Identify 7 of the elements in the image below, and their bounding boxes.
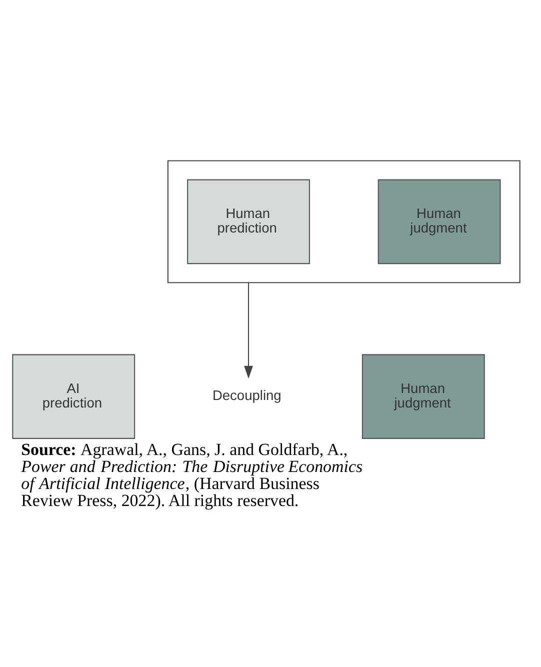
node-box: Human prediction [187,179,310,264]
node-text: Decoupling [212,388,282,404]
node-box: Human judgment [378,179,501,264]
cluster [167,160,520,284]
node-box: Human judgment [362,354,485,439]
arrow [244,282,253,379]
node-box: AI prediction [12,354,136,439]
